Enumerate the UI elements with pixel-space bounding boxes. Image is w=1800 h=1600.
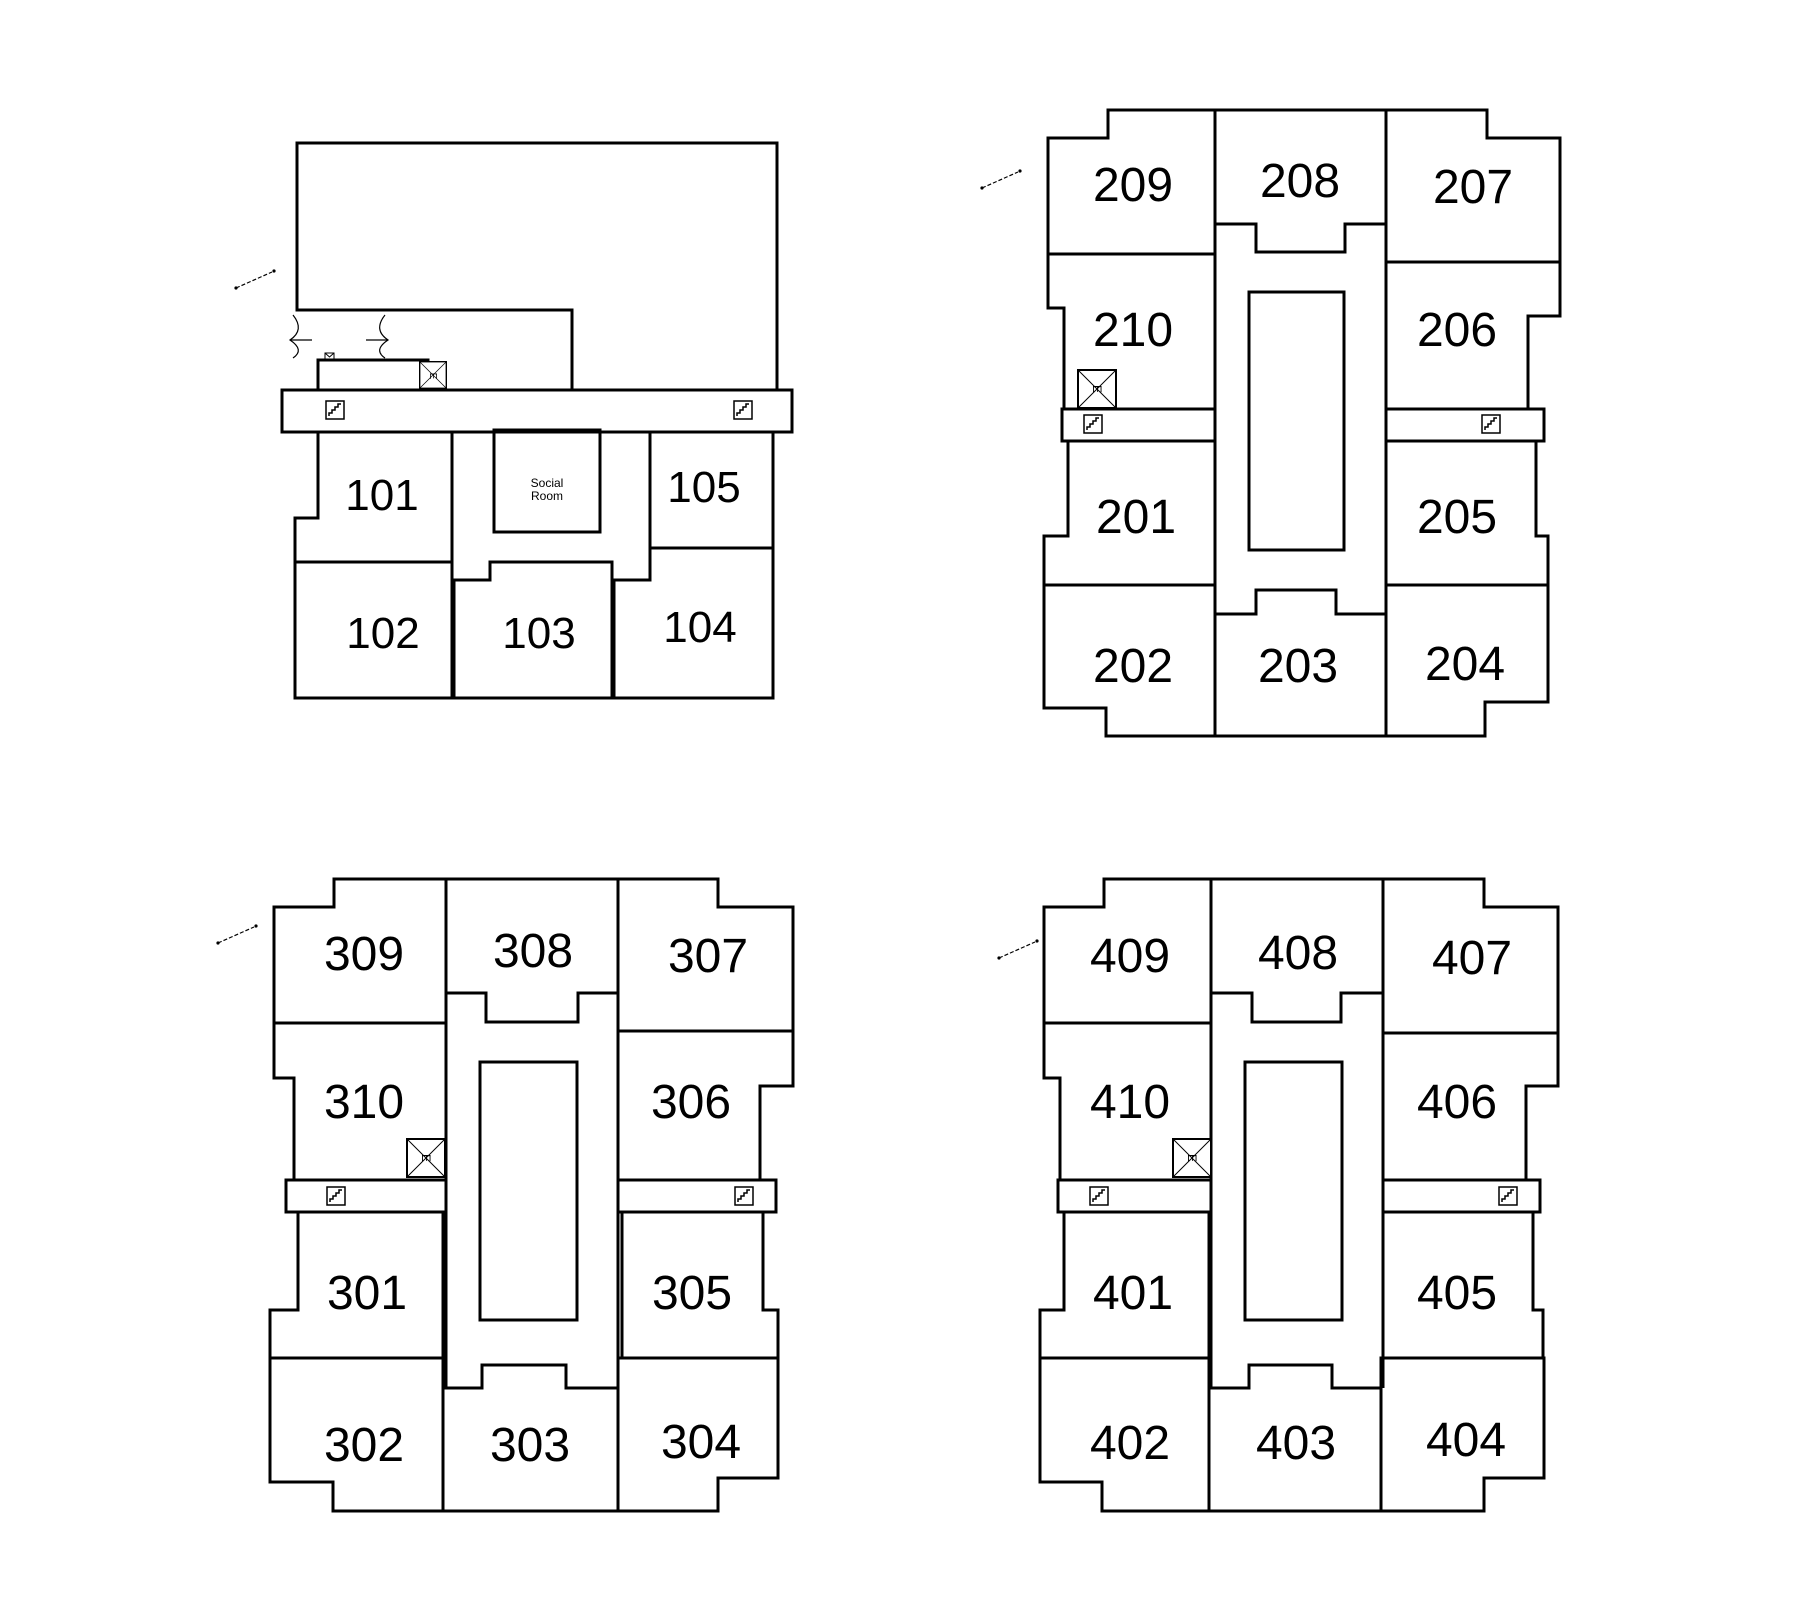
floor-2 xyxy=(1042,108,1562,738)
social-room-label-line2: Room xyxy=(531,489,563,503)
room-label-307: 307 xyxy=(668,930,748,983)
room-label-401: 401 xyxy=(1093,1267,1173,1320)
north-arrow-icon xyxy=(233,268,277,291)
stairs-icon xyxy=(325,400,345,420)
floor-4 xyxy=(1038,877,1560,1513)
room-label-309: 309 xyxy=(324,928,404,981)
room-102 xyxy=(293,560,454,700)
floor-3-corridor-left xyxy=(284,1178,448,1214)
north-arrow-icon xyxy=(996,938,1040,961)
stairs-icon xyxy=(733,400,753,420)
room-label-103: 103 xyxy=(502,609,575,658)
stairs-icon xyxy=(1089,1186,1109,1206)
floor-1-corridor xyxy=(280,388,794,434)
main-building-outline xyxy=(295,141,779,392)
room-label-405: 405 xyxy=(1417,1267,1497,1320)
room-label-406: 406 xyxy=(1417,1076,1497,1129)
room-label-407: 407 xyxy=(1432,932,1512,985)
room-label-208: 208 xyxy=(1260,155,1340,208)
room-label-105: 105 xyxy=(667,463,740,512)
room-label-304: 304 xyxy=(661,1416,741,1469)
room-204 xyxy=(1384,583,1550,738)
room-label-203: 203 xyxy=(1258,640,1338,693)
room-label-409: 409 xyxy=(1090,930,1170,983)
room-label-303: 303 xyxy=(490,1419,570,1472)
room-label-101: 101 xyxy=(345,471,418,520)
floor-4-corridor-left xyxy=(1056,1178,1213,1214)
north-arrow-icon xyxy=(979,168,1023,191)
stairs-icon xyxy=(734,1186,754,1206)
room-label-210: 210 xyxy=(1093,304,1173,357)
floor-4-core-walls xyxy=(1209,993,1385,1388)
room-label-102: 102 xyxy=(346,609,419,658)
social-room xyxy=(492,428,602,534)
room-label-410: 410 xyxy=(1090,1076,1170,1129)
room-label-305: 305 xyxy=(652,1267,732,1320)
room-105 xyxy=(648,430,775,550)
north-arrow-icon xyxy=(215,923,259,946)
room-label-206: 206 xyxy=(1417,304,1497,357)
floor-3-atrium xyxy=(478,1060,579,1322)
elevator-label: E xyxy=(1090,385,1104,393)
room-label-207: 207 xyxy=(1433,161,1513,214)
room-label-310: 310 xyxy=(324,1076,404,1129)
floor-2-atrium xyxy=(1247,290,1346,552)
room-103 xyxy=(452,560,614,700)
room-label-301: 301 xyxy=(327,1267,407,1320)
floor-4-atrium xyxy=(1243,1060,1344,1322)
elevator-label: E xyxy=(419,1154,433,1162)
stairs-icon xyxy=(326,1186,346,1206)
room-label-403: 403 xyxy=(1256,1417,1336,1470)
floor-3-core-walls xyxy=(444,993,620,1388)
entrance-doors-icon xyxy=(288,314,390,359)
room-label-308: 308 xyxy=(493,925,573,978)
floor-2-corridor-right xyxy=(1384,407,1546,443)
room-label-306: 306 xyxy=(651,1076,731,1129)
room-302 xyxy=(268,1356,445,1513)
room-label-408: 408 xyxy=(1258,927,1338,980)
room-label-202: 202 xyxy=(1093,640,1173,693)
floor-1 xyxy=(280,141,794,700)
room-304 xyxy=(616,1356,780,1513)
elevator-label: E xyxy=(427,373,438,380)
floor-3 xyxy=(268,877,795,1513)
stairs-icon xyxy=(1481,414,1501,434)
room-404 xyxy=(1379,1356,1546,1513)
lobby-vestibule xyxy=(316,358,430,392)
mailbox-icon xyxy=(324,352,335,360)
room-label-302: 302 xyxy=(324,1419,404,1472)
room-402 xyxy=(1038,1356,1211,1513)
room-label-104: 104 xyxy=(663,603,736,652)
stairs-icon xyxy=(1498,1186,1518,1206)
elevator-label: E xyxy=(1185,1154,1199,1162)
room-label-201: 201 xyxy=(1096,491,1176,544)
room-label-209: 209 xyxy=(1093,159,1173,212)
stairs-icon xyxy=(1083,414,1103,434)
social-room-label-line1: Social xyxy=(531,476,564,490)
room-label-402: 402 xyxy=(1090,1417,1170,1470)
room-label-205: 205 xyxy=(1417,491,1497,544)
room-label-204: 204 xyxy=(1425,638,1505,691)
room-label-404: 404 xyxy=(1426,1414,1506,1467)
floor-2-core-walls xyxy=(1213,222,1388,614)
